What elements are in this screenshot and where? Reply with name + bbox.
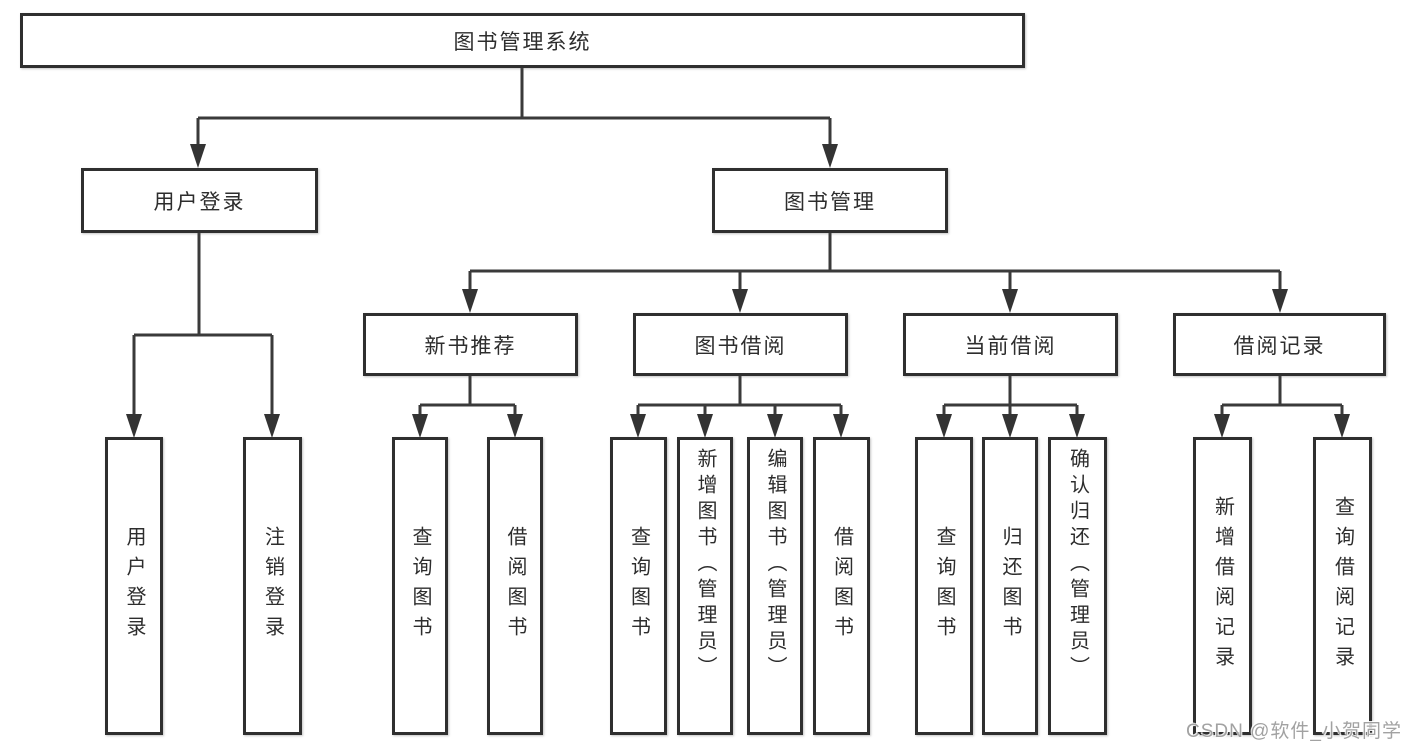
- leaf-add-borrow-record: 新增借阅记录: [1193, 437, 1252, 735]
- leaf-query-books-recommend: 查询图书: [392, 437, 448, 735]
- leaf-add-book-admin-label: 新增图书（管理员）: [694, 448, 716, 682]
- node-book-management-label: 图书管理: [784, 190, 876, 214]
- leaf-user-login: 用户登录: [105, 437, 163, 735]
- leaf-borrow-books: 借阅图书: [813, 437, 870, 735]
- leaf-edit-book-admin: 编辑图书（管理员）: [747, 437, 803, 735]
- node-new-book-recommend-label: 新书推荐: [424, 334, 517, 358]
- leaf-logout: 注销登录: [243, 437, 302, 735]
- node-book-management: 图书管理: [712, 168, 948, 233]
- leaf-confirm-return-admin-label: 确认归还（管理员）: [1066, 448, 1089, 682]
- node-user-login-group-label: 用户登录: [153, 190, 246, 214]
- leaf-add-borrow-record-label: 新增借阅记录: [1211, 496, 1234, 676]
- arrowheads: [126, 144, 1350, 438]
- node-current-borrow-label: 当前借阅: [964, 334, 1057, 358]
- leaf-confirm-return-admin: 确认归还（管理员）: [1048, 437, 1107, 735]
- leaf-logout-label: 注销登录: [261, 526, 284, 646]
- node-borrow-records-label: 借阅记录: [1233, 334, 1326, 358]
- leaf-edit-book-admin-label: 编辑图书（管理员）: [764, 448, 786, 682]
- node-current-borrow: 当前借阅: [903, 313, 1118, 376]
- node-user-login-group: 用户登录: [81, 168, 318, 233]
- leaf-borrow-books-recommend: 借阅图书: [487, 437, 543, 735]
- node-new-book-recommend: 新书推荐: [363, 313, 578, 376]
- leaf-query-books-borrow-label: 查询图书: [627, 526, 650, 646]
- node-borrow-records: 借阅记录: [1173, 313, 1386, 376]
- node-root-label: 图书管理系统: [453, 30, 592, 54]
- leaf-query-books-borrow: 查询图书: [610, 437, 667, 735]
- leaf-borrow-books-label: 借阅图书: [830, 526, 853, 646]
- leaf-add-book-admin: 新增图书（管理员）: [677, 437, 733, 735]
- node-root: 图书管理系统: [20, 13, 1025, 68]
- watermark: CSDN @软件_小贺同学: [1186, 721, 1402, 742]
- leaf-query-borrow-record-label: 查询借阅记录: [1331, 496, 1354, 676]
- node-book-borrow-label: 图书借阅: [694, 334, 787, 358]
- leaf-query-books-current: 查询图书: [915, 437, 973, 735]
- leaf-return-book: 归还图书: [982, 437, 1038, 735]
- leaf-query-books-current-label: 查询图书: [933, 526, 955, 646]
- leaf-query-books-recommend-label: 查询图书: [409, 526, 431, 646]
- leaf-borrow-books-recommend-label: 借阅图书: [504, 526, 526, 646]
- node-book-borrow: 图书借阅: [633, 313, 848, 376]
- leaf-return-book-label: 归还图书: [999, 526, 1021, 646]
- leaf-user-login-label: 用户登录: [123, 526, 145, 646]
- leaf-query-borrow-record: 查询借阅记录: [1313, 437, 1372, 735]
